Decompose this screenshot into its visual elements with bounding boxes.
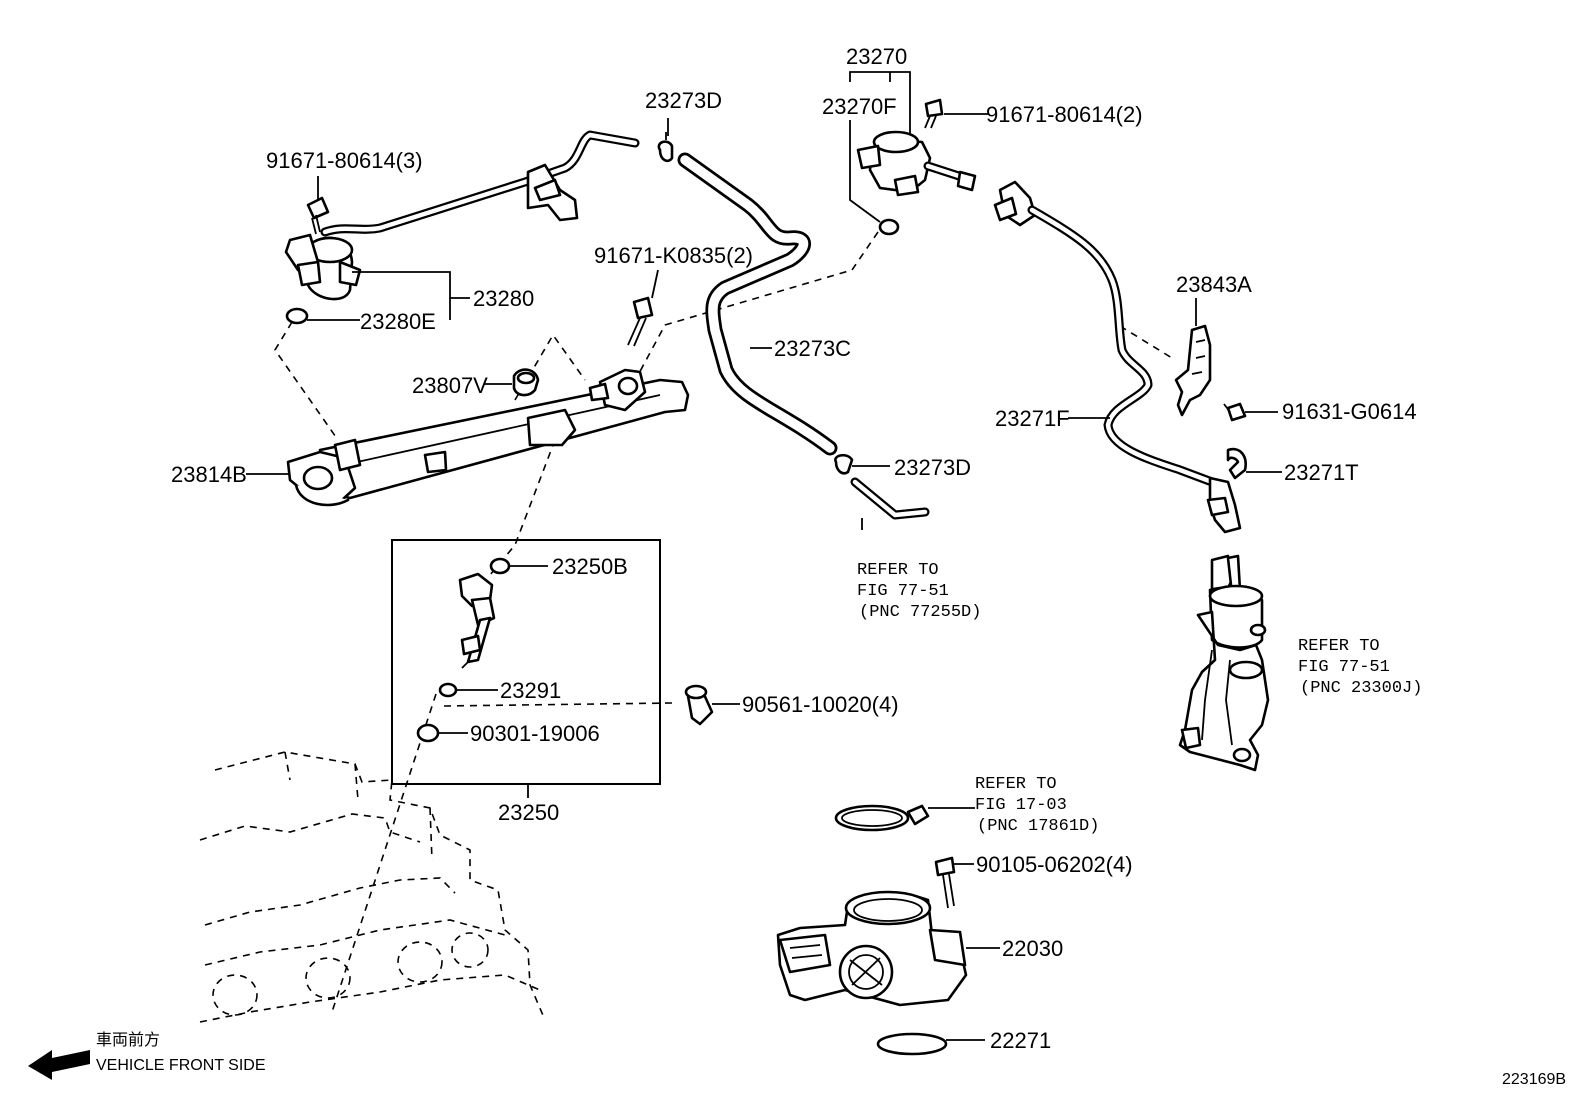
ref2-line1: REFER TO [1298,637,1380,656]
label-91671-80614-3: 91671-80614(3) [266,148,423,173]
pressure-regulator-23270 [856,130,977,197]
clip-23271t [1226,447,1247,480]
bolt-91631-g0614 [1223,402,1247,422]
label-23291: 23291 [500,678,561,703]
o-ring-90301-19006 [416,723,440,743]
label-23814b: 23814B [171,462,247,487]
o-ring-23280e [285,307,309,325]
ref3-line1: REFER TO [975,775,1057,794]
label-91671-80614-2: 91671-80614(2) [986,102,1143,127]
label-23273d-bottom: 23273D [894,455,971,480]
label-22030: 22030 [1002,936,1063,961]
grommet-90561-10020 [684,684,714,726]
label-90561-10020-4: 90561-10020(4) [742,692,899,717]
vehicle-front-japanese: 車両前方 [96,1031,160,1049]
bolt-91671-k0835-2 [627,296,654,347]
label-23280: 23280 [473,286,534,311]
fuel-pump-assembly [1178,554,1270,772]
leader-lines [246,71,1282,1041]
label-23270f: 23270F [822,94,897,119]
pressure-damper-23280 [284,233,362,301]
label-23250b: 23250B [552,554,628,579]
clamp-23273d-top [657,132,674,163]
o-ring-23270f [878,218,900,236]
throttle-body-22030 [776,890,968,1007]
ref1-line2: FIG 77-51 [857,582,949,601]
label-91671-k0835-2: 91671-K0835(2) [594,243,753,268]
ref2-line3: (PNC 23300J) [1300,679,1422,698]
reference-note-fig-77-51-hose: REFER TO FIG 77-51 (PNC 77255D) [857,561,981,622]
ref3-line3: (PNC 17861D) [977,817,1099,836]
label-22271: 22271 [990,1028,1051,1053]
ref1-line1: REFER TO [857,561,939,580]
label-23271f: 23271F [995,406,1070,431]
label-23270: 23270 [846,44,907,69]
label-23271t: 23271T [1284,460,1359,485]
fuel-delivery-pipe-23814b [286,368,690,507]
ref1-line3: (PNC 77255D) [859,603,981,622]
fuel-injector [458,572,496,669]
diagram-id: 223169B [1502,1071,1566,1088]
ref3-line2: FIG 17-03 [975,796,1067,815]
bolt-91671-80614-2 [924,98,944,129]
assembly-guide-lines [274,231,1173,1013]
hose-clamp-ring [834,804,930,832]
label-23273c: 23273C [774,336,851,361]
fuel-hose-23271f [993,180,1242,534]
label-90301-19006: 90301-19006 [470,721,600,746]
label-23843a: 23843A [1176,272,1252,297]
vehicle-front-english: VEHICLE FRONT SIDE [96,1057,266,1074]
label-23280e: 23280E [360,309,436,334]
reference-note-fig-77-51-pump: REFER TO FIG 77-51 (PNC 23300J) [1298,637,1422,698]
part-number-labels: 23270 23270F 91671-80614(2) 23273D 91671… [171,44,1417,1053]
insulator-23291 [438,682,458,698]
clamp-23273d-bottom [834,453,854,475]
fuel-hose-23273c [677,152,930,520]
label-23273d-top: 23273D [645,88,722,113]
front-arrow-icon [28,1050,90,1080]
label-23807v: 23807V [412,373,488,398]
spacer-23807v [512,368,540,397]
bolt-90105-06202-4 [934,856,956,909]
bolt-91671-80614-3 [306,196,330,235]
o-ring-23250b [489,557,511,575]
label-91631-g0614: 91631-G0614 [1282,399,1417,424]
vehicle-front-indicator: 車両前方 VEHICLE FRONT SIDE [28,1031,266,1080]
ref2-line2: FIG 77-51 [1298,658,1390,677]
gasket-22271 [876,1032,948,1056]
reference-note-fig-17-03: REFER TO FIG 17-03 (PNC 17861D) [975,775,1099,836]
label-23250: 23250 [498,800,559,825]
label-90105-06202-4: 90105-06202(4) [976,852,1133,877]
injector-kit-box-23250 [391,539,661,785]
engine-block-outline [199,751,546,1023]
bracket-23843a [1174,324,1212,417]
fuel-tube-23280-line [320,130,640,237]
